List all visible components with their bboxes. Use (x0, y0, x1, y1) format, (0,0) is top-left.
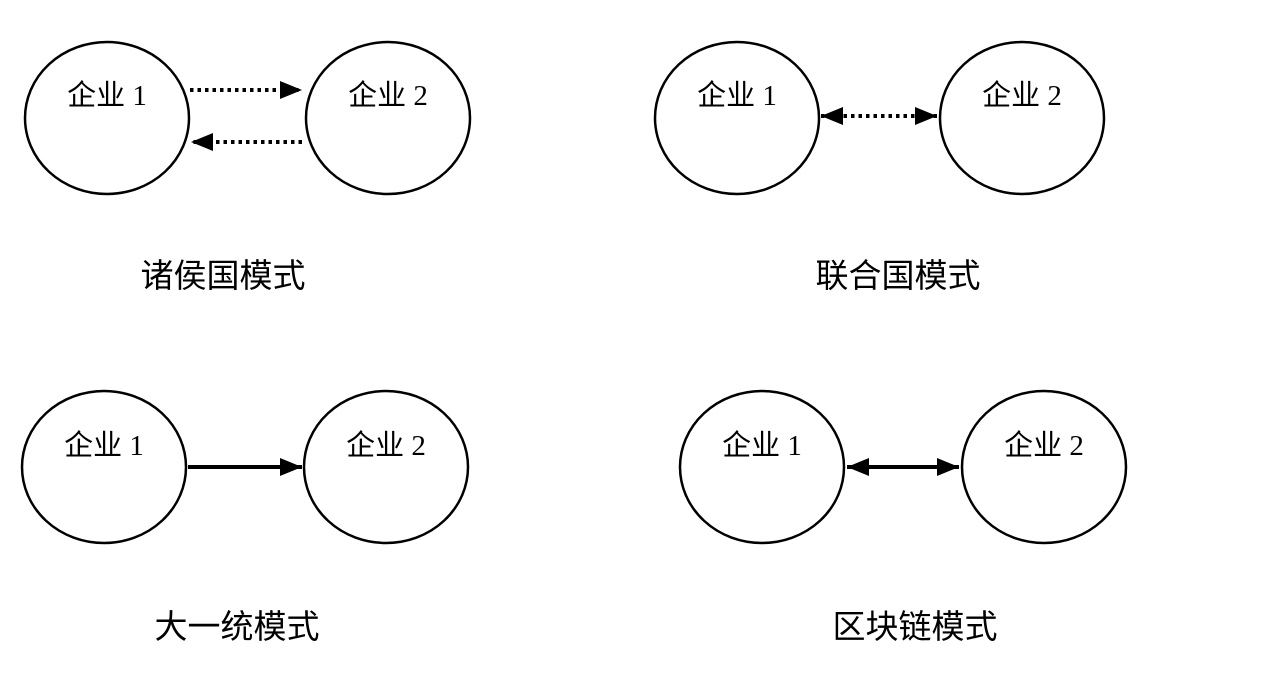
panel-united-nations-mode: 企业 1 企业 2 联合国模式 (653, 40, 1106, 295)
enterprise-1-label: 企业 1 (64, 429, 144, 462)
panel-blockchain-mode: 企业 1 企业 2 区块链模式 (678, 389, 1128, 646)
enterprise-2-label: 企业 2 (346, 429, 426, 462)
enterprise-1-ellipse (678, 389, 846, 545)
enterprise-2-ellipse (302, 389, 470, 545)
enterprise-2-label: 企业 2 (982, 79, 1062, 112)
enterprise-1-label: 企业 1 (67, 79, 147, 112)
enterprise-1-label: 企业 1 (697, 79, 777, 112)
panel-grand-unification-mode: 企业 1 企业 2 大一统模式 (20, 389, 470, 646)
enterprise-2-label: 企业 2 (348, 79, 428, 112)
panel-caption: 区块链模式 (833, 609, 998, 646)
enterprise-2-label: 企业 2 (1004, 429, 1084, 462)
panel-feudal-states-mode: 企业 1 企业 2 诸侯国模式 (23, 40, 472, 295)
enterprise-1-ellipse (20, 389, 188, 545)
enterprise-2-ellipse (304, 40, 472, 196)
enterprise-1-ellipse (23, 40, 191, 196)
panel-caption: 大一统模式 (155, 609, 320, 646)
enterprise-1-label: 企业 1 (722, 429, 802, 462)
enterprise-2-ellipse (960, 389, 1128, 545)
panel-caption: 联合国模式 (816, 258, 981, 295)
enterprise-2-ellipse (938, 40, 1106, 196)
panel-caption: 诸侯国模式 (141, 258, 306, 295)
enterprise-1-ellipse (653, 40, 821, 196)
